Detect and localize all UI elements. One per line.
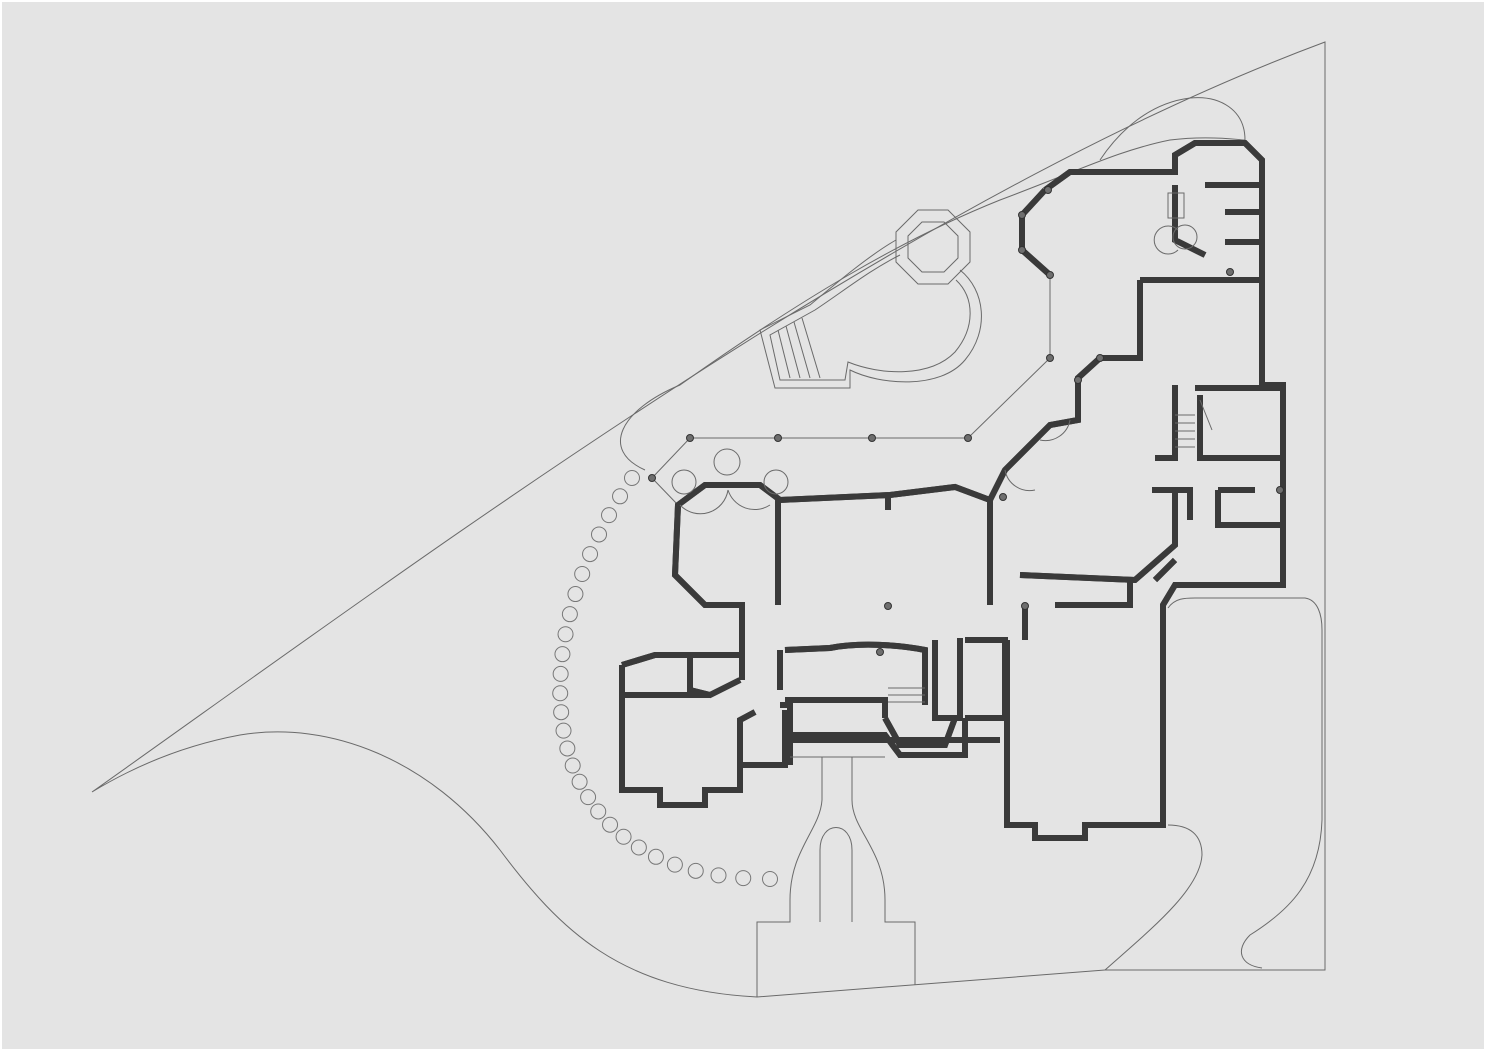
column	[1276, 486, 1284, 494]
column	[774, 434, 782, 442]
column	[876, 648, 884, 656]
tree	[552, 665, 569, 682]
column	[1044, 186, 1052, 194]
tree	[564, 757, 581, 774]
tree	[762, 871, 778, 887]
tree	[630, 839, 647, 856]
tree	[624, 470, 640, 486]
pool-pavilion	[759, 209, 982, 389]
door-swings	[671, 192, 1198, 515]
tree	[571, 773, 588, 790]
building-walls	[619, 140, 1286, 841]
tree	[582, 546, 599, 563]
tree	[735, 870, 752, 887]
tree	[687, 862, 704, 879]
tree	[710, 867, 727, 884]
columns	[648, 186, 1284, 656]
column	[1096, 354, 1104, 362]
tree	[612, 488, 629, 505]
tree	[590, 803, 607, 820]
tree	[554, 646, 571, 663]
tree	[615, 828, 632, 845]
site-boundary	[91, 41, 1326, 998]
tree	[553, 704, 570, 721]
column	[1226, 268, 1234, 276]
garden-path	[620, 97, 1246, 471]
staircase	[888, 399, 1213, 703]
tree	[555, 722, 572, 739]
column	[964, 434, 972, 442]
tree	[591, 526, 608, 543]
column	[1046, 271, 1054, 279]
column	[884, 602, 892, 610]
right-garden	[1104, 597, 1323, 971]
tree	[666, 856, 683, 873]
column	[1074, 376, 1082, 384]
column	[1046, 354, 1054, 362]
column	[686, 434, 694, 442]
tree	[574, 565, 591, 582]
column	[999, 493, 1007, 501]
column	[1018, 246, 1026, 254]
tree-row	[552, 470, 778, 887]
column	[868, 434, 876, 442]
tree	[580, 789, 597, 806]
tree	[561, 606, 578, 623]
tree	[602, 816, 619, 833]
driveway	[756, 756, 916, 997]
tree	[559, 740, 576, 757]
column	[648, 474, 656, 482]
tree	[557, 626, 574, 643]
tree	[601, 507, 618, 524]
tree	[647, 848, 664, 865]
column	[1018, 211, 1026, 219]
tree	[552, 685, 569, 702]
column	[1021, 602, 1029, 610]
tree	[567, 586, 584, 603]
